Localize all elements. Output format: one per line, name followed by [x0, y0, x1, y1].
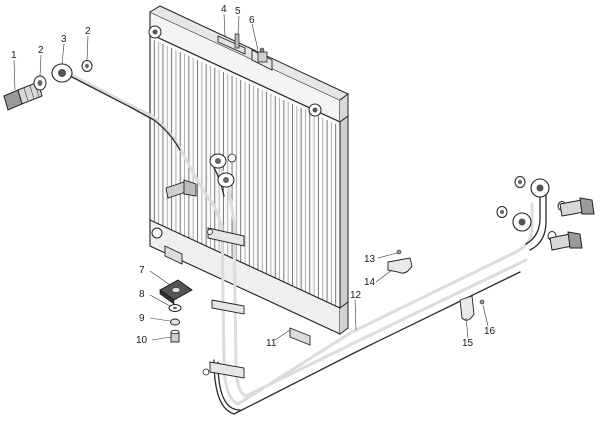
cooler-core	[148, 5, 349, 346]
callout-10: 10	[136, 335, 148, 346]
pipe-clamps	[202, 227, 245, 379]
callout-4: 4	[221, 4, 227, 15]
clamp-14	[387, 257, 413, 274]
callout-7: 7	[139, 265, 145, 276]
screw-16	[479, 299, 485, 305]
leader-lines	[13, 13, 489, 341]
clamp-15	[459, 295, 475, 321]
callout-2-left: 2	[38, 45, 44, 56]
callout-12: 12	[350, 290, 362, 301]
banjo-fitting-3	[51, 63, 73, 83]
banjo-fittings	[165, 153, 237, 199]
callout-2-upper: 2	[85, 26, 91, 37]
right-fittings	[496, 176, 595, 251]
callout-13: 13	[364, 254, 376, 265]
rubber-pad-7	[159, 279, 193, 305]
callout-8: 8	[139, 289, 145, 300]
cooler-fins	[153, 40, 337, 312]
screw-13	[396, 249, 402, 255]
callout-3: 3	[61, 34, 67, 45]
callout-1: 1	[11, 50, 17, 61]
callout-15: 15	[462, 338, 474, 349]
callout-5: 5	[235, 6, 241, 17]
callout-9: 9	[139, 313, 145, 324]
bolt-10	[170, 329, 180, 343]
callout-16: 16	[484, 326, 496, 337]
top-fittings	[217, 33, 273, 71]
callout-11: 11	[266, 338, 277, 349]
callout-6: 6	[249, 15, 255, 26]
callout-labels: 1 2 3 2 4 5 6 7 8 9 10 11 12 13 14 15 16	[11, 4, 496, 349]
callout-14: 14	[364, 277, 376, 288]
washer-9	[170, 318, 180, 326]
